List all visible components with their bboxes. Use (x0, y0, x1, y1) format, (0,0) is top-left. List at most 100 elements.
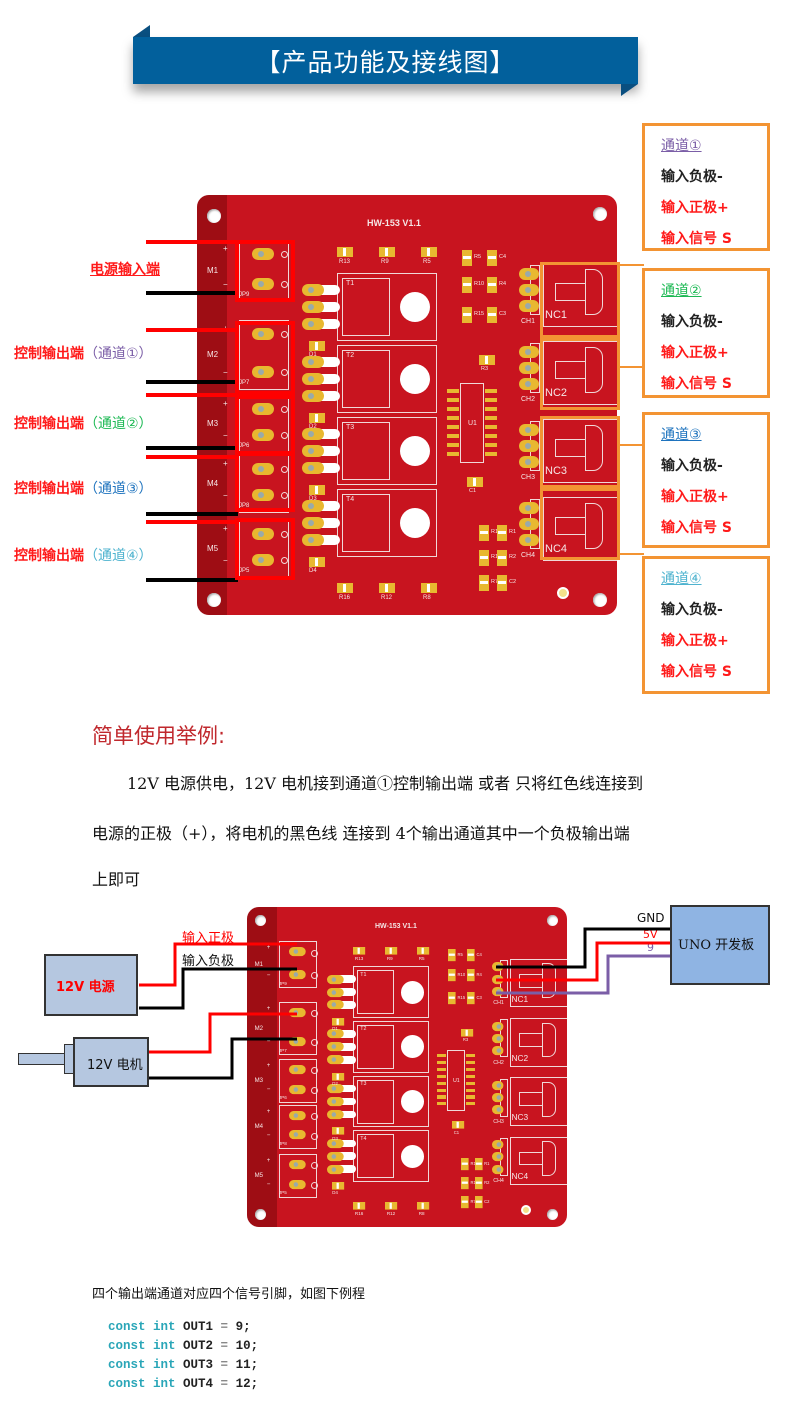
transistor-pad (326, 1042, 344, 1052)
resistor-label: R12 (381, 595, 393, 601)
ic-pin (485, 434, 497, 438)
connector-outline (509, 1136, 567, 1186)
transistor-leg (334, 1165, 356, 1173)
resistor (379, 583, 395, 593)
transistor-leg (312, 374, 340, 384)
connector-tab (555, 361, 585, 379)
smd-part (467, 948, 475, 961)
via (310, 1067, 318, 1075)
transistor-body (342, 350, 390, 408)
transistor-leg (312, 429, 340, 439)
channel-ref: （通道③） (84, 481, 153, 497)
uno-label: UNO 开发板 (678, 938, 755, 953)
connector-outline (509, 958, 567, 1008)
channel-title: 通道③ (661, 427, 702, 443)
plus-mark: + (266, 1107, 271, 1115)
terminal-highlight-3 (235, 395, 295, 455)
diode (332, 1127, 345, 1135)
smd-part (467, 477, 483, 487)
resistor (421, 247, 437, 257)
transistor-pad (326, 1109, 344, 1120)
control-output-label-1: 控制输出端（通道①） (14, 343, 153, 363)
transistor-pad (326, 1000, 344, 1010)
smd-label: R1 (484, 1160, 490, 1166)
transistor-leg (334, 1139, 356, 1148)
ic-pin (437, 1068, 447, 1072)
header-pin (519, 268, 539, 280)
via (281, 251, 288, 258)
channel-signal: 输入信号 S (661, 520, 732, 536)
transistor-leg (334, 975, 356, 983)
plus-mark: + (223, 244, 228, 253)
plus-mark: + (266, 944, 271, 952)
terminal-pad (252, 278, 274, 290)
heatsink-hole (400, 436, 430, 466)
resistor (353, 946, 366, 955)
connector-tab (555, 439, 585, 457)
connector-label: NC1 (511, 993, 529, 1004)
transistor-pad (302, 284, 324, 296)
terminal-block (239, 320, 289, 390)
connector-highlight-4 (540, 488, 620, 560)
diode-label: D1 (309, 352, 317, 358)
heatsink-hole (400, 292, 430, 322)
ic-pin (447, 443, 459, 447)
resistor-label: R16 (339, 595, 351, 601)
terminal-pad (288, 1110, 306, 1120)
wire-positive (146, 455, 238, 459)
smd-part (479, 525, 489, 541)
header-pin (491, 1140, 504, 1150)
transistor-label: T4 (346, 496, 355, 503)
terminal-highlight-4 (235, 452, 295, 512)
control-output-text: 控制输出端 (14, 416, 84, 432)
minus-mark: − (266, 1038, 271, 1046)
fiducial (520, 1204, 531, 1215)
channel-connector-line (618, 264, 644, 266)
transistor-body (357, 1079, 394, 1124)
header-label: CH3 (521, 474, 536, 481)
connector-curve (541, 1022, 556, 1058)
header-pin (491, 986, 504, 996)
smd-label: R5 (457, 951, 463, 957)
terminal-pad (252, 248, 274, 260)
transistor-pad (302, 517, 324, 529)
input-positive-label: 输入正极 (182, 931, 235, 946)
via (281, 369, 288, 376)
channel-connector-line (618, 366, 644, 368)
smd-label: C2 (484, 1198, 490, 1204)
transistor-pad (326, 1164, 344, 1174)
smd-part (452, 1121, 465, 1129)
minus-mark: − (266, 1086, 271, 1094)
power-supply-label: 12V 电源 (56, 980, 115, 995)
connector-outline (509, 1017, 567, 1067)
mounting-hole (255, 1209, 266, 1220)
channel-ref: （通道②） (84, 416, 153, 432)
ic-pin (485, 425, 497, 429)
wire-power-negative (139, 967, 297, 1010)
transistor-label: T1 (346, 280, 355, 287)
smd-label: R2 (509, 554, 517, 560)
transistor-label: T3 (360, 1081, 367, 1088)
header-pin (519, 300, 539, 312)
resistor-label: R16 (354, 1211, 364, 1216)
minus-mark: − (266, 971, 271, 979)
transistor-leg (312, 357, 340, 367)
channel-ref: （通道①） (84, 346, 153, 362)
plus-mark: + (223, 459, 228, 468)
code-token: = (220, 1320, 236, 1334)
code-token: = (220, 1377, 236, 1391)
transistor-body (342, 278, 390, 336)
example-heading: 简单使用举例: (92, 724, 226, 748)
terminal-ref: JP9 (278, 980, 287, 986)
transistor-pad (302, 500, 324, 512)
smd-label: R10 (474, 281, 485, 287)
ic-outline (446, 1049, 466, 1111)
transistor-body (357, 970, 394, 1015)
terminal-pad (252, 528, 274, 540)
smd-label: R3 (481, 366, 489, 372)
terminal-ref: JP5 (239, 568, 250, 574)
smd-part (461, 1176, 469, 1189)
